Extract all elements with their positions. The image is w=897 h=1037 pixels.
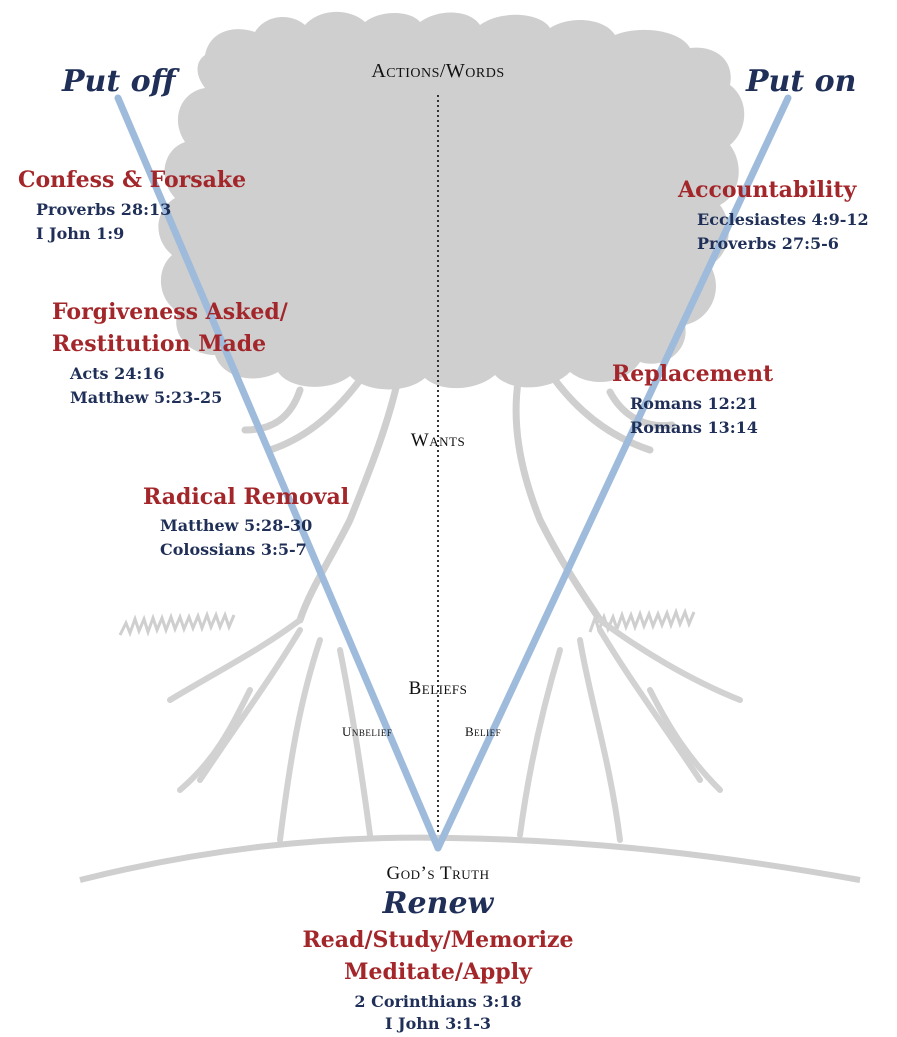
renew-line: Meditate/Apply: [344, 959, 532, 985]
scripture-ref: I John 3:1-3: [385, 1014, 491, 1033]
scripture-ref: Romans 12:21: [630, 394, 758, 413]
level-beliefs: Beliefs: [409, 678, 468, 700]
step-title: Confess & Forsake: [18, 167, 246, 193]
scripture-ref: 2 Corinthians 3:18: [354, 992, 521, 1011]
level-wants: Wants: [411, 430, 465, 452]
renew-line: Read/Study/Memorize: [303, 927, 574, 953]
step-title: Radical Removal: [143, 484, 349, 510]
renew-heading: Renew: [383, 886, 494, 921]
scripture-ref: Romans 13:14: [630, 418, 758, 437]
step-title: Forgiveness Asked/: [52, 299, 288, 325]
scripture-ref: Matthew 5:23-25: [70, 388, 222, 407]
level-gods-truth: God’s Truth: [387, 863, 490, 885]
scripture-ref: I John 1:9: [36, 224, 124, 243]
scripture-ref: Proverbs 28:13: [36, 200, 171, 219]
step-title-line2: Restitution Made: [52, 331, 266, 357]
step-title: Accountability: [678, 177, 856, 203]
scripture-ref: Matthew 5:28-30: [160, 516, 312, 535]
step-title: Replacement: [612, 361, 773, 387]
level-unbelief: Unbelief: [342, 724, 392, 740]
scripture-ref: Colossians 3:5-7: [160, 540, 307, 559]
scripture-ref: Ecclesiastes 4:9-12: [697, 210, 869, 229]
level-actions-words: Actions/Words: [371, 60, 504, 83]
put-off-heading: Put off: [62, 64, 176, 99]
put-on-heading: Put on: [746, 64, 857, 99]
level-belief: Belief: [465, 724, 501, 740]
scripture-ref: Acts 24:16: [70, 364, 165, 383]
scripture-ref: Proverbs 27:5-6: [697, 234, 839, 253]
